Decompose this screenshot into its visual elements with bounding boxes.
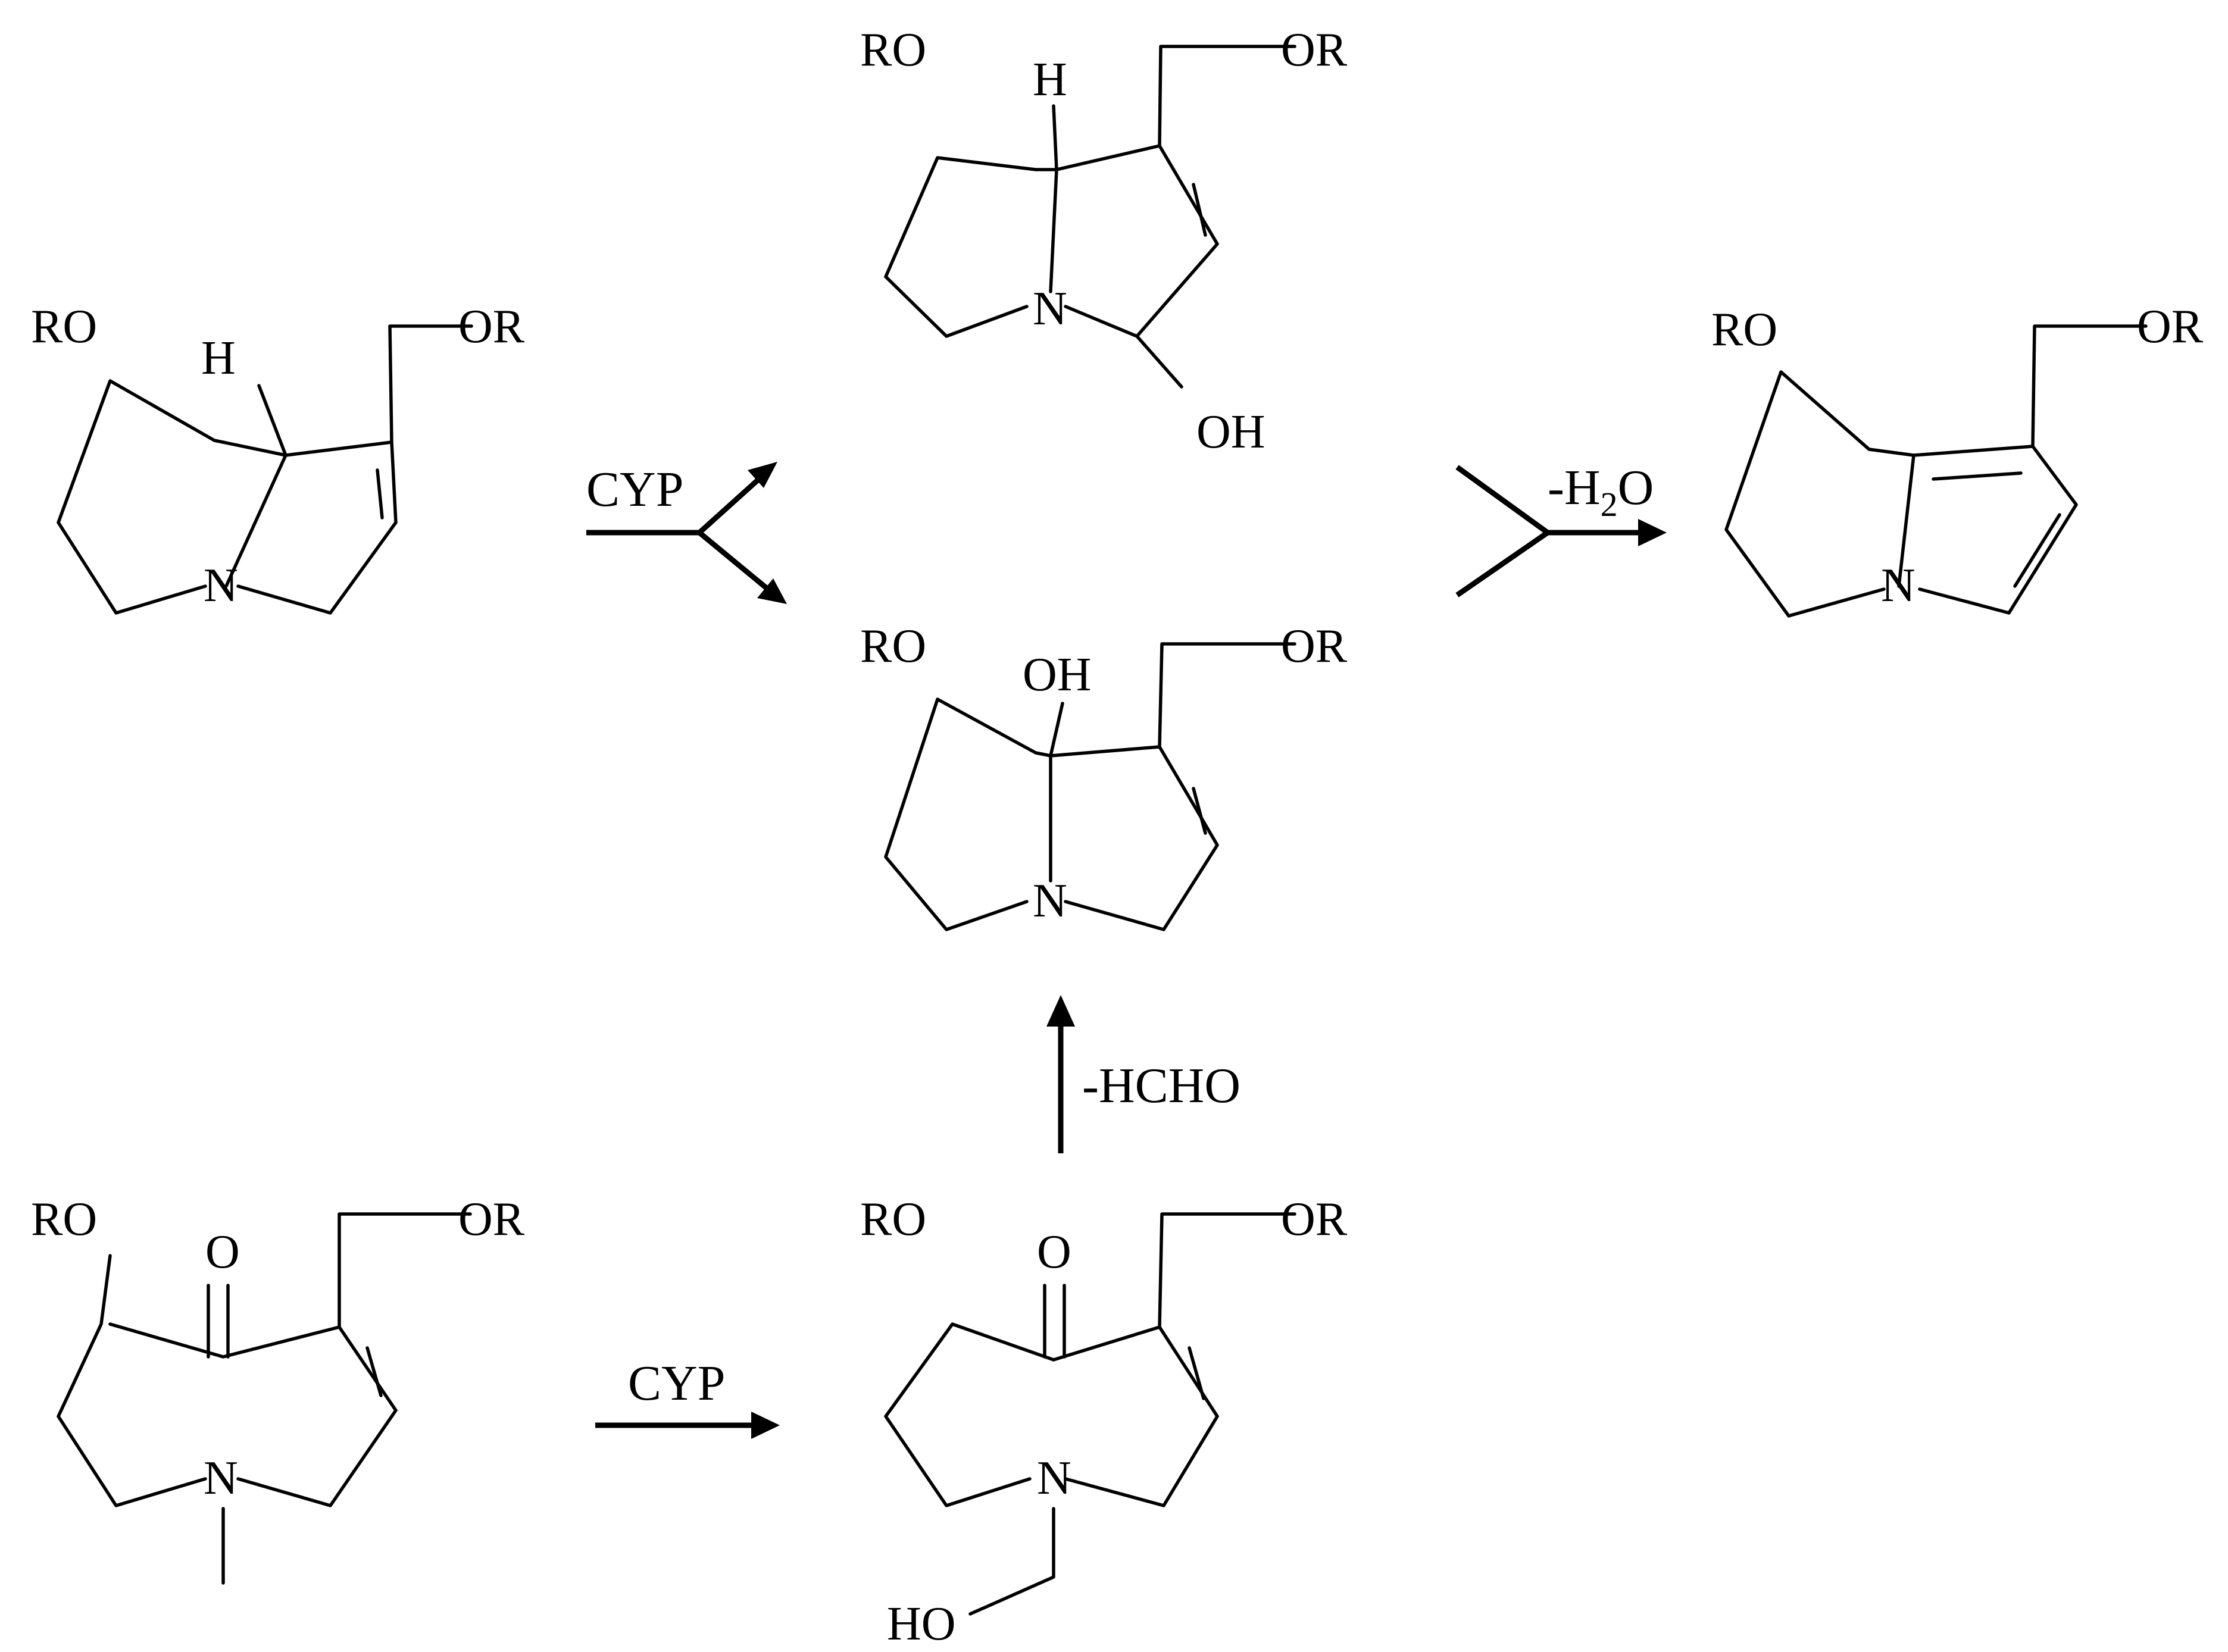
arrow-demethylation: -HCHO: [1046, 995, 1240, 1153]
atom-ho: HO: [887, 1598, 956, 1650]
atom-h: H: [201, 332, 236, 384]
atom-h: H: [1033, 54, 1067, 106]
atom-or: OR: [458, 1193, 525, 1246]
merge-arrow-dehydration: -H2O: [1455, 460, 1667, 597]
atom-ro: RO: [860, 620, 926, 672]
bonds: [884, 45, 1296, 389]
atom-oh: OH: [1196, 406, 1265, 458]
atom-n: N: [1033, 283, 1067, 335]
atom-o: O: [1037, 1226, 1071, 1278]
structure-otonecine-ester: RO O OR N: [31, 1193, 525, 1585]
atom-ro: RO: [860, 1193, 926, 1246]
atom-ro: RO: [31, 301, 97, 353]
atom-or: OR: [1281, 1193, 1348, 1246]
reagent-minus-h2o: -H2O: [1548, 460, 1654, 524]
bonds: [57, 324, 473, 615]
structure-retronecine-ester: RO H OR N: [31, 301, 525, 615]
structure-n-hydroxymethyl: RO O OR N HO: [860, 1193, 1348, 1650]
atom-o: O: [205, 1226, 240, 1278]
branch-arrow-cyp: CYP: [586, 462, 787, 604]
atom-or: OR: [1281, 24, 1348, 76]
bonds: [57, 1212, 472, 1585]
atom-or: OR: [458, 301, 525, 353]
atom-n: N: [1037, 1452, 1071, 1504]
bonds: [884, 1212, 1296, 1616]
atom-ro: RO: [31, 1193, 97, 1246]
atom-ro: RO: [1711, 304, 1777, 356]
bonds: [884, 642, 1296, 931]
atom-oh: OH: [1023, 649, 1092, 701]
reagent-cyp-top: CYP: [586, 462, 683, 517]
structure-dehydropyrrolizine: RO OR N: [1711, 301, 2204, 618]
structure-8-hydroxy: RO OH OR N: [860, 620, 1348, 931]
atom-ro: RO: [860, 24, 926, 76]
atom-n: N: [1033, 875, 1067, 927]
structure-3-hydroxy: RO H OR N OH: [860, 24, 1348, 458]
bonds: [1724, 324, 2148, 618]
arrow-cyp-bottom: CYP: [595, 1356, 780, 1439]
atom-n: N: [204, 559, 238, 612]
reagent-cyp-bottom: CYP: [628, 1356, 725, 1411]
atom-n: N: [204, 1452, 238, 1504]
atom-or: OR: [1281, 620, 1348, 672]
reagent-minus-hcho: -HCHO: [1082, 1058, 1240, 1113]
atom-or: OR: [2137, 301, 2204, 353]
atom-n: N: [1881, 559, 1915, 612]
